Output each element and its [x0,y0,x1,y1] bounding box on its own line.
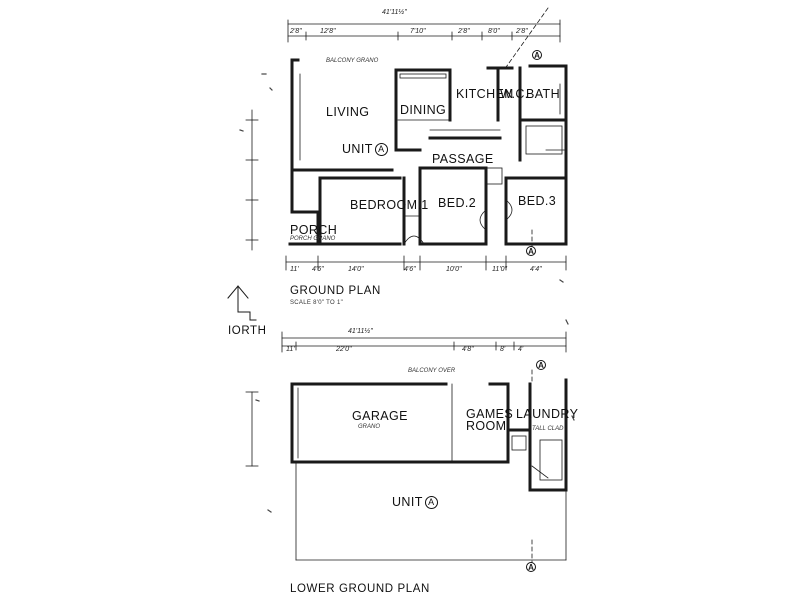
gp-dim-bottom-3: 14'0" [348,266,364,273]
section-marker-gp-bottom: A [526,246,536,256]
gp-balcony-note: BALCONY GRANO [326,58,379,64]
ground-plan-top-dimension-line [287,19,561,43]
gp-dim-top-4: 2'8" [458,28,470,35]
room-laundry: LAUNDRY [516,407,579,421]
gp-dim-bottom-2: 4'6" [312,266,324,273]
room-bed2: BED.2 [438,196,477,210]
lgp-unit-marker: A [424,496,438,510]
lgp-tall-clad: TALL CLAD [532,426,564,432]
lower-plan-walls [290,378,568,492]
ground-plan-scale: SCALE 8'0" TO 1" [290,300,344,306]
gp-dim-bottom-6: 11'0" [492,266,507,273]
room-bed3: BED.3 [518,194,557,208]
lgp-garage-note: GRANO [358,424,381,430]
room-porch: PORCH [290,223,338,237]
ground-plan-walls [288,58,568,246]
lgp-dim-top-2: 22'0" [336,346,352,353]
gp-dim-top-6: 2'8" [516,28,528,35]
room-dining: DINING [400,103,447,117]
ground-plan-left-dimension-line [245,109,259,251]
ground-plan-bottom-dimension-line [285,255,567,271]
section-marker-lgp-bottom: A [526,562,536,572]
scan-noise [239,73,575,513]
gp-dim-bottom-1: 11' [290,266,299,273]
gp-dim-top-5: 8'0" [488,28,500,35]
ground-plan-details [299,73,567,245]
gp-entry-note: PORCH GRANO [290,236,336,242]
section-marker-top: A [532,50,542,60]
lower-plan-top-dimension-line [281,331,567,353]
lgp-balcony-note: BALCONY OVER [408,368,456,374]
room-wc: W.C. [500,87,529,101]
gp-overall-width: 41'11½" [382,9,407,16]
room-bath: BATH [526,87,561,101]
lgp-dim-top-5: 4' [518,346,524,353]
room-kitchen: KITCHEN [456,87,514,101]
lgp-dim-top-1: 11' [286,346,295,353]
lgp-overall-width: 41'11½" [348,328,373,335]
room-passage: PASSAGE [432,152,494,166]
gp-unit-text: UNIT [342,142,373,156]
north-arrow [227,285,257,321]
lgp-unit-text: UNIT [392,495,423,509]
room-games: GAMES [466,407,514,421]
lgp-dim-top-3: 4'8" [462,346,474,353]
room-room: ROOM [466,419,507,433]
gp-dim-top-1: 2'8" [290,28,302,35]
gp-dim-bottom-7: 4'4" [530,266,542,273]
section-marker-lgp-top: A [536,360,546,370]
ground-plan-title: GROUND PLAN [290,285,381,297]
room-bedroom1: BEDROOM.1 [350,198,429,212]
lgp-dim-top-4: 8' [500,346,506,353]
north-label: IORTH [228,325,267,337]
gp-unit-marker: A [374,143,388,157]
gp-dim-bottom-4: 4'6" [404,266,416,273]
room-garage: GARAGE [352,409,408,423]
gp-dim-top-3: 7'10" [410,28,426,35]
lower-plan-details [245,383,567,561]
room-living: LIVING [326,105,370,119]
gp-dim-bottom-5: 10'0" [446,266,462,273]
lower-ground-plan-title: LOWER GROUND PLAN [290,583,430,595]
gp-dim-top-2: 12'8" [320,28,336,35]
